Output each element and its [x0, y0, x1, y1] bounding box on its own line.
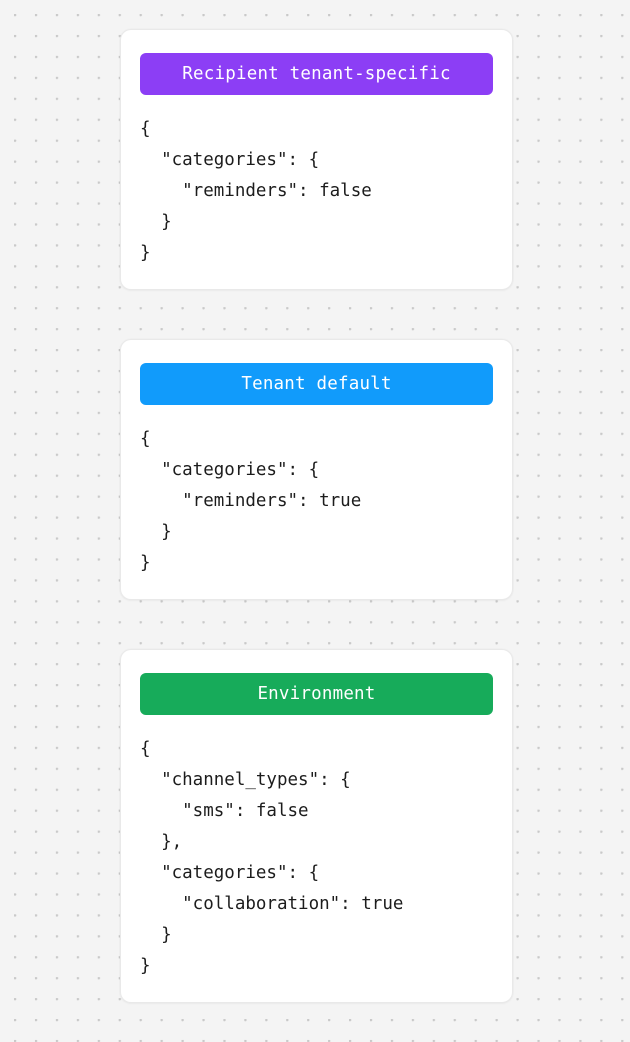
card-json-body: { "categories": { "reminders": false } } — [140, 119, 372, 263]
card-environment[interactable]: Environment { "channel_types": { "sms": … — [120, 649, 513, 1003]
card-tenant-default[interactable]: Tenant default { "categories": { "remind… — [120, 339, 513, 600]
card-title-badge: Recipient tenant-specific — [140, 53, 493, 95]
card-json-body: { "channel_types": { "sms": false }, "ca… — [140, 739, 404, 976]
card-json-body: { "categories": { "reminders": true } } — [140, 429, 362, 573]
card-title-badge: Tenant default — [140, 363, 493, 405]
card-recipient-tenant-specific[interactable]: Recipient tenant-specific { "categories"… — [120, 29, 513, 290]
card-title-badge: Environment — [140, 673, 493, 715]
